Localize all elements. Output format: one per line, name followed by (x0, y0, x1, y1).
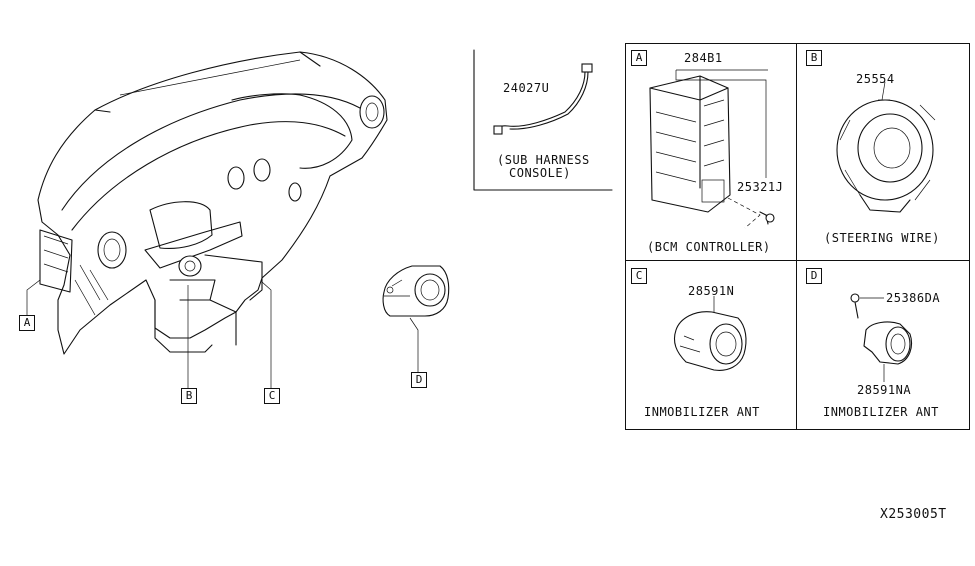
leader-c (261, 281, 272, 388)
sub-harness-caption-line1: (SUB HARNESS (497, 153, 590, 167)
panel-frame-outer (625, 43, 970, 430)
panel-c-letter: C (631, 268, 647, 284)
immobilizer-antenna-d-drawing (382, 265, 450, 317)
sub-harness-part-number: 24027U (503, 81, 550, 95)
callout-c: C (264, 388, 280, 404)
callout-d: D (411, 372, 427, 388)
immobilizer-antenna-d-panel-drawing (850, 293, 913, 382)
diagram-id: X253005T (880, 507, 947, 522)
panel-a-part-main: 284B1 (684, 51, 723, 65)
panel-b-letter: B (806, 50, 822, 66)
panel-b-part-main: 25554 (856, 72, 895, 86)
bcm-controller-drawing (649, 69, 775, 229)
panel-d-part-main: 28591NA (857, 383, 912, 397)
panel-a-part-screw: 25321J (737, 180, 784, 194)
leader-d (409, 317, 419, 372)
panel-divider-horizontal (625, 260, 970, 261)
panel-a-letter: A (631, 50, 647, 66)
panel-divider-vertical (796, 43, 797, 430)
sub-harness-frame (473, 49, 613, 191)
panel-d-caption: INMOBILIZER ANT (823, 405, 939, 419)
panel-d-part-screw: 25386DA (886, 291, 941, 305)
leader-a (26, 279, 41, 315)
callout-b: B (181, 388, 197, 404)
panel-c-part-main: 28591N (688, 284, 735, 298)
steering-wire-drawing (836, 81, 936, 213)
immobilizer-antenna-c-drawing (673, 296, 747, 371)
instrument-panel-drawing (37, 51, 388, 355)
callout-a: A (19, 315, 35, 331)
sub-harness-drawing (493, 63, 593, 135)
sub-harness-caption-line2: CONSOLE) (509, 166, 571, 180)
panel-b-caption: (STEERING WIRE) (824, 231, 940, 245)
panel-a-caption: (BCM CONTROLLER) (647, 240, 771, 254)
panel-d-letter: D (806, 268, 822, 284)
panel-c-caption: INMOBILIZER ANT (644, 405, 760, 419)
